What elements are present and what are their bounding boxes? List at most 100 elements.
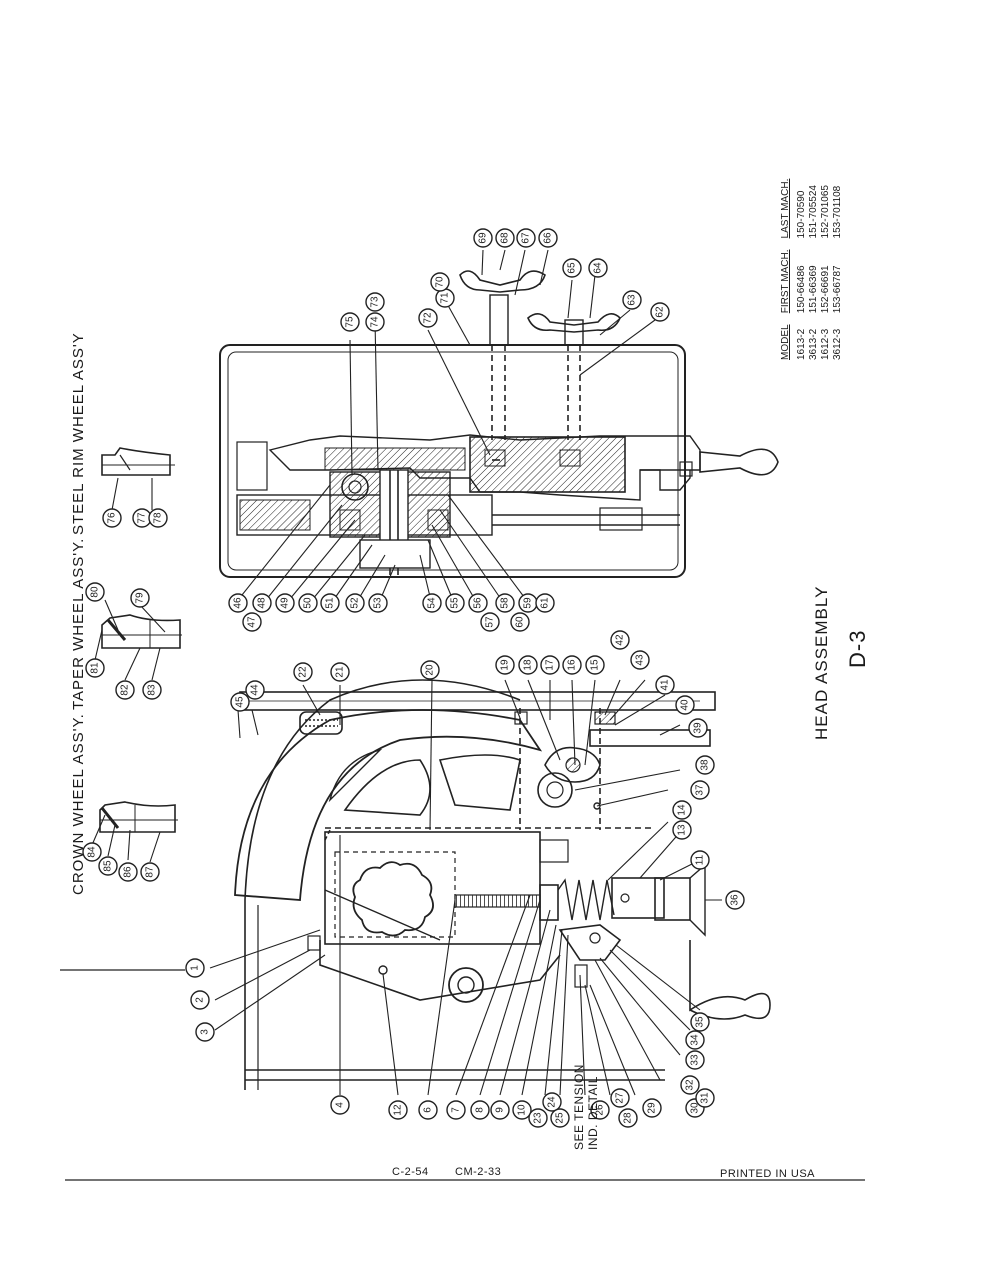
- crown-wheel-title: CROWN WHEEL ASS'Y.: [70, 713, 87, 895]
- callout-circle: [512, 1100, 532, 1120]
- callout-number: 69: [478, 232, 489, 244]
- callout-circle: [585, 655, 605, 675]
- callout-17: 17: [540, 655, 560, 675]
- page-title: HEAD ASSEMBLY: [812, 585, 831, 740]
- model-table-row: 1612-3 152-66691 152-701065: [820, 168, 832, 360]
- callout-number: 24: [547, 1096, 558, 1108]
- callout-circle: [535, 593, 555, 613]
- callout-circle: [550, 1108, 570, 1128]
- callout-circle: [102, 508, 122, 528]
- callout-47: 47: [242, 612, 262, 632]
- callout-circle: [468, 593, 488, 613]
- callout-circle: [480, 612, 500, 632]
- callout-59: 59: [518, 593, 538, 613]
- callout-circle: [690, 780, 710, 800]
- callout-circle: [642, 1098, 662, 1118]
- callout-74: 74: [365, 312, 385, 332]
- callout-number: 55: [450, 597, 461, 609]
- callout-33: 33: [685, 1050, 705, 1070]
- callout-21: 21: [330, 662, 350, 682]
- callout-87: 87: [140, 862, 160, 882]
- callout-circle: [510, 612, 530, 632]
- callout-50: 50: [298, 593, 318, 613]
- callout-number: 54: [427, 597, 438, 609]
- callout-number: 59: [523, 597, 534, 609]
- callout-number: 42: [615, 634, 626, 646]
- model-cell: 1613-2: [796, 328, 807, 360]
- model-table-header: MODEL FIRST MACH. LAST MACH.: [780, 168, 792, 360]
- callout-circle: [675, 695, 695, 715]
- callout-circle: [518, 655, 538, 675]
- callout-number: 60: [515, 616, 526, 628]
- callout-51: 51: [320, 593, 340, 613]
- callout-9: 9: [490, 1100, 510, 1120]
- callout-circle: [495, 593, 515, 613]
- callout-circle: [245, 680, 265, 700]
- callout-14: 14: [672, 800, 692, 820]
- callout-circle: [98, 856, 118, 876]
- callout-number: 53: [373, 597, 384, 609]
- callout-circle: [242, 612, 262, 632]
- callout-number: 80: [90, 586, 101, 598]
- callout-circle: [680, 1075, 700, 1095]
- callout-circle: [445, 593, 465, 613]
- callout-number: 34: [690, 1034, 701, 1046]
- callout-37: 37: [690, 780, 710, 800]
- first-mach-cell: 151-66369: [808, 265, 819, 314]
- callout-number: 79: [135, 592, 146, 604]
- callout-circle: [230, 692, 250, 712]
- callout-circle: [690, 850, 710, 870]
- callout-11: 11: [690, 850, 710, 870]
- callout-number: 20: [425, 664, 436, 676]
- callout-number: 72: [423, 312, 434, 324]
- callout-circle: [470, 1100, 490, 1120]
- callout-circle: [672, 820, 692, 840]
- callout-circle: [118, 862, 138, 882]
- callout-number: 84: [87, 846, 98, 858]
- callout-number: 66: [543, 232, 554, 244]
- callout-circle: [630, 650, 650, 670]
- callout-54: 54: [422, 593, 442, 613]
- callout-number: 52: [350, 597, 361, 609]
- callout-56: 56: [468, 593, 488, 613]
- callout-circle: [618, 1108, 638, 1128]
- callout-35: 35: [690, 1012, 710, 1032]
- footer-left-code: C-2-54: [392, 1166, 429, 1178]
- callout-number: 73: [370, 296, 381, 308]
- callout-38: 38: [695, 755, 715, 775]
- callout-circle: [365, 292, 385, 312]
- callout-circle: [688, 718, 708, 738]
- steel-rim-wheel-title: STEEL RIM WHEEL ASS'Y: [70, 332, 87, 535]
- last-mach-cell: 150-70590: [796, 190, 807, 239]
- callout-circle: [538, 228, 558, 248]
- callout-number: 82: [120, 684, 131, 696]
- callout-number: 57: [485, 616, 496, 628]
- callout-number: 7: [451, 1107, 462, 1113]
- callout-circle: [490, 1100, 510, 1120]
- callout-13: 13: [672, 820, 692, 840]
- callout-81: 81: [85, 658, 105, 678]
- callout-circle: [85, 582, 105, 602]
- callout-circle: [725, 890, 745, 910]
- callout-27: 27: [610, 1088, 630, 1108]
- callout-61: 61: [535, 593, 555, 613]
- callout-number: 28: [623, 1112, 634, 1124]
- callout-circle: [542, 1092, 562, 1112]
- callout-circle: [115, 680, 135, 700]
- callout-number: 51: [325, 597, 336, 609]
- callout-number: 33: [690, 1054, 701, 1066]
- callout-number: 78: [153, 512, 164, 524]
- callout-46: 46: [228, 593, 248, 613]
- callout-number: 6: [423, 1107, 434, 1113]
- callout-number: 61: [540, 597, 551, 609]
- model-table-row: 3613-2 151-66369 151-705524: [808, 168, 820, 360]
- callout-19: 19: [495, 655, 515, 675]
- callout-86: 86: [118, 862, 138, 882]
- callout-circle: [695, 755, 715, 775]
- callout-28: 28: [618, 1108, 638, 1128]
- callout-84: 84: [82, 842, 102, 862]
- callout-number: 48: [257, 597, 268, 609]
- callout-circle: [588, 258, 608, 278]
- callout-number: 17: [545, 659, 556, 671]
